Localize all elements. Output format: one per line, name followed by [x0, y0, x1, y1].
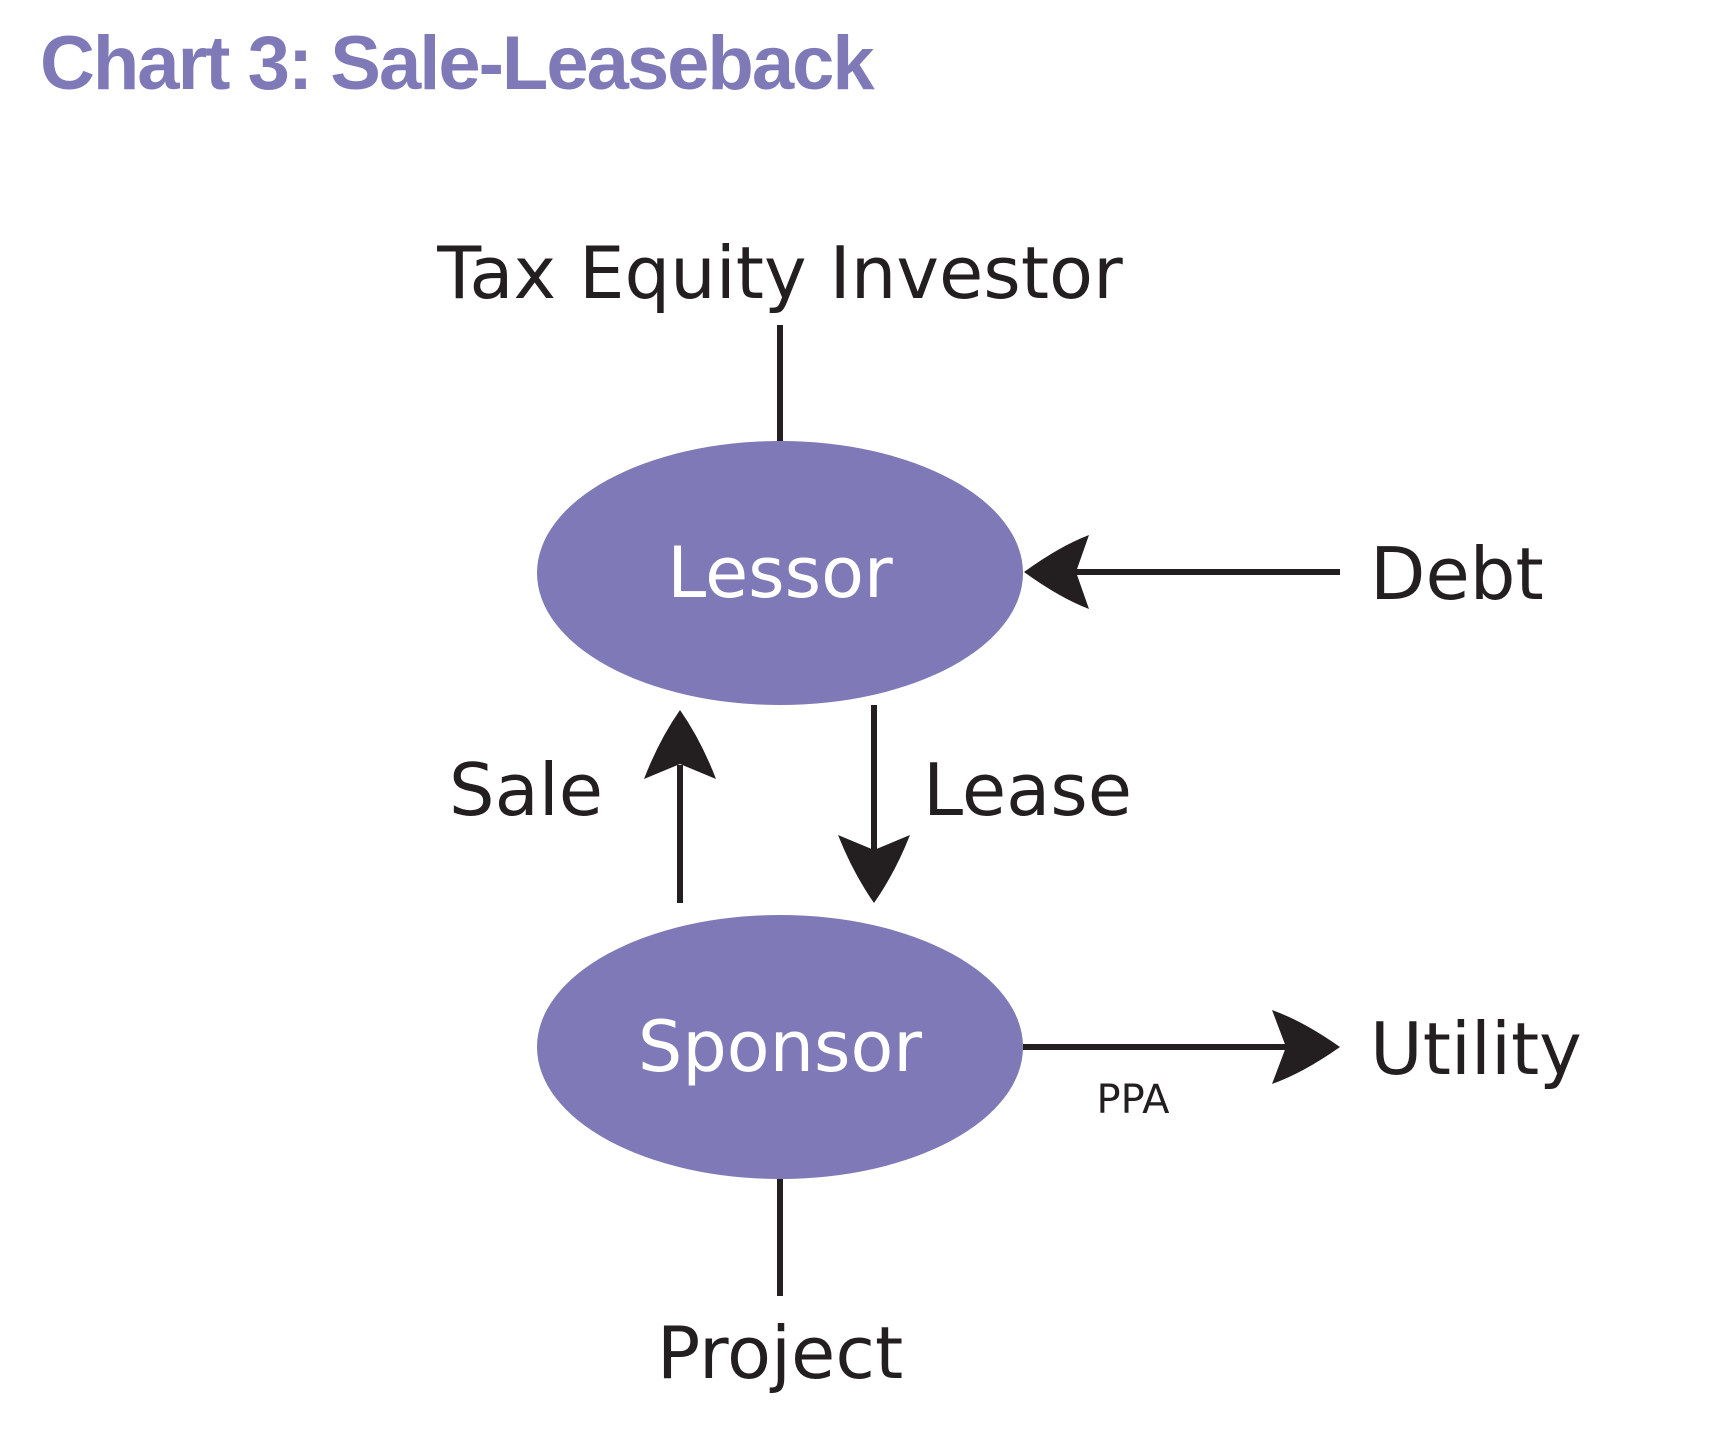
lessor-label: Lessor	[667, 532, 893, 614]
project-label: Project	[657, 1311, 903, 1395]
utility-label: Utility	[1370, 1007, 1582, 1091]
tax-equity-investor-label: Tax Equity Investor	[436, 231, 1123, 315]
lessor-node	[537, 441, 1023, 705]
ppa-label: PPA	[1096, 1077, 1170, 1123]
sponsor-node	[537, 915, 1023, 1179]
debt-arrow	[1024, 535, 1340, 609]
sale-arrow	[644, 710, 716, 903]
debt-label: Debt	[1370, 532, 1544, 616]
chart-title: Chart 3: Sale-Leaseback	[40, 21, 875, 106]
sale-label: Sale	[449, 748, 603, 832]
lease-arrow	[838, 705, 910, 903]
ppa-arrow	[1023, 1010, 1340, 1084]
lease-label: Lease	[923, 748, 1132, 832]
sponsor-label: Sponsor	[638, 1006, 922, 1088]
